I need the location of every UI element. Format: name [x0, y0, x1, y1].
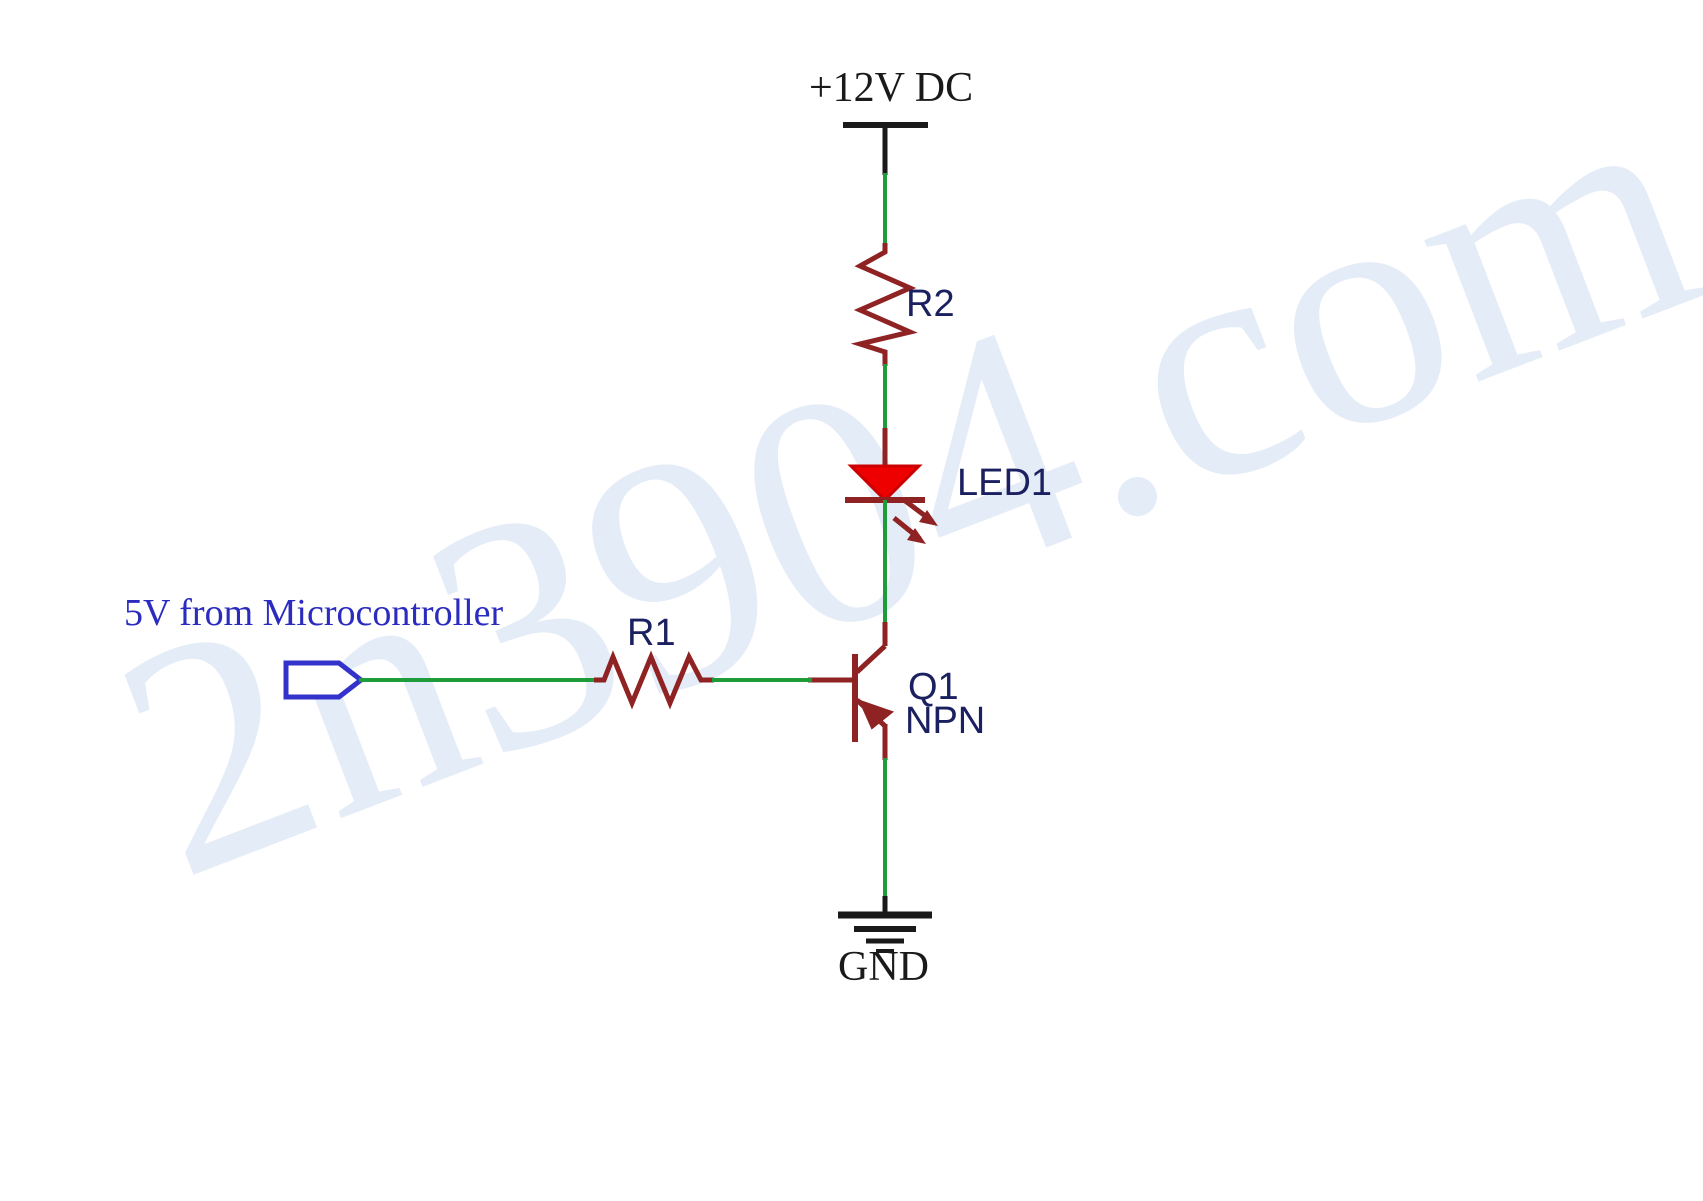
q1-type-label: NPN	[905, 700, 985, 742]
r2-label: R2	[906, 283, 955, 325]
resistor-r1-symbol	[594, 650, 714, 710]
power-rail-symbol	[843, 122, 928, 175]
gnd-label: GND	[838, 944, 929, 990]
led-emission-arrow-2	[892, 516, 926, 544]
q1-collector-slant	[855, 644, 887, 674]
q1-label: Q1	[908, 666, 959, 708]
led-label: LED1	[957, 462, 1052, 504]
led-emission-arrow-1	[902, 498, 938, 526]
supply-label: +12V DC	[809, 65, 973, 111]
led-triangle	[847, 464, 923, 503]
q1-emitter-arrow	[858, 699, 895, 730]
ground-symbol	[838, 911, 932, 953]
input-port-pentagon[interactable]	[283, 660, 366, 700]
led1-symbol	[845, 464, 938, 544]
r2-zigzag	[850, 243, 918, 366]
input-connector-symbol[interactable]	[283, 660, 366, 700]
r1-zigzag	[594, 650, 714, 710]
r1-label: R1	[627, 612, 676, 654]
q1-npn-transistor-symbol	[808, 622, 895, 760]
resistor-r2-symbol	[850, 243, 918, 366]
input-source-label: 5V from Microcontroller	[124, 592, 504, 634]
